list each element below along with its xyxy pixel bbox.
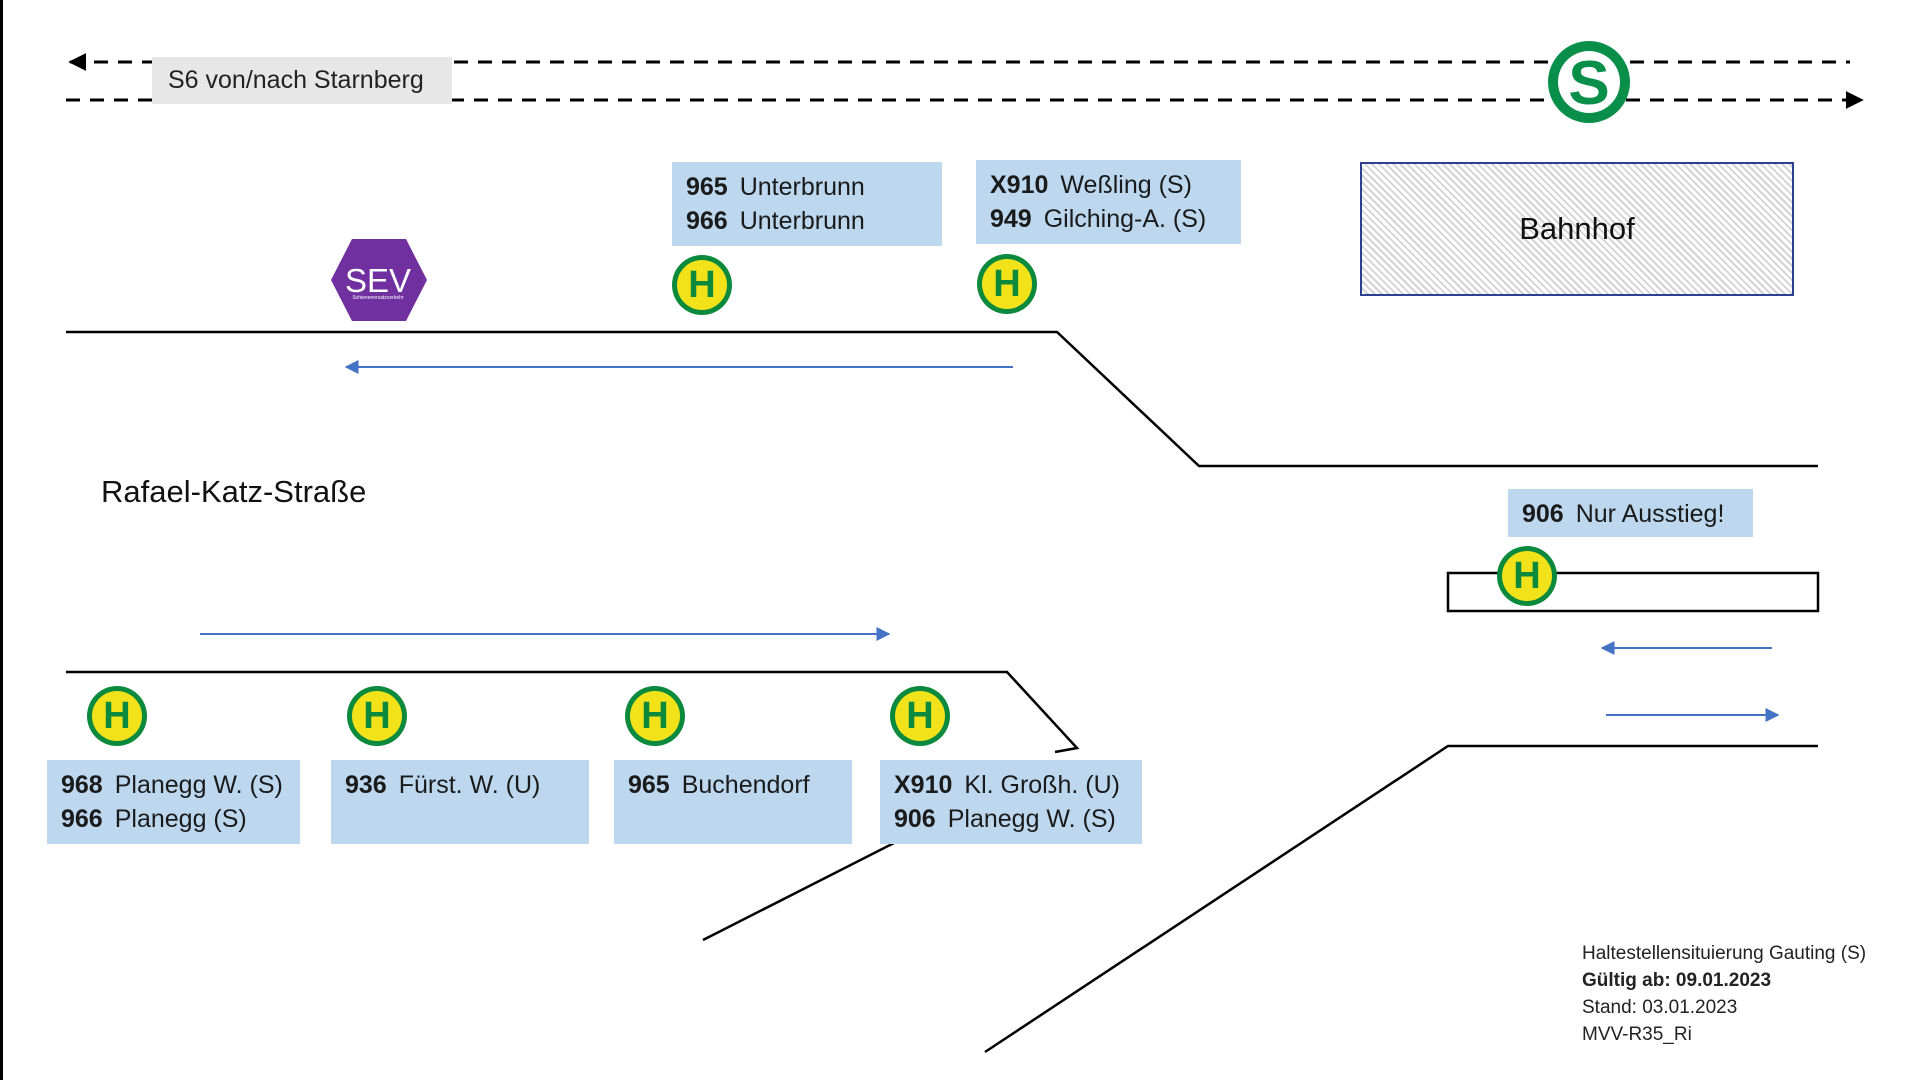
bus-stop-h-icon: H bbox=[87, 686, 147, 746]
bus-stop-h-icon: H bbox=[977, 254, 1037, 314]
bus-stop-h-icon: H bbox=[347, 686, 407, 746]
bus-stop-h-icon: H bbox=[1497, 546, 1557, 606]
bus-stop-h-icon: H bbox=[672, 255, 732, 315]
road-edge-east-south bbox=[984, 744, 1818, 1054]
footer-code: MVV-R35_Ri bbox=[1582, 1024, 1692, 1045]
footer-valid-from: Gültig ab: 09.01.2023 bbox=[1582, 970, 1772, 991]
station-building: Bahnhof bbox=[1360, 162, 1794, 296]
footer-title: Haltestellensituierung Gauting (S) bbox=[1582, 943, 1867, 964]
station-label: Bahnhof bbox=[1519, 211, 1635, 246]
left-border bbox=[0, 0, 3, 1080]
road-edge-north bbox=[66, 330, 1818, 468]
road-branch-southwest bbox=[702, 841, 895, 942]
street-name: Rafael-Katz-Straße bbox=[101, 474, 367, 509]
bus-stop-h-icon: H bbox=[625, 686, 685, 746]
sev-hexagon-icon: SEV Schienenersatzverkehr bbox=[331, 239, 427, 321]
bus-stop-h-icon: H bbox=[890, 686, 950, 746]
footer-info: Haltestellensituierung Gauting (S) Gülti… bbox=[1582, 940, 1866, 1048]
footer-status: Stand: 03.01.2023 bbox=[1582, 997, 1738, 1018]
sev-icon-text: SEV bbox=[345, 262, 411, 299]
sbahn-s-icon: S bbox=[1548, 41, 1630, 123]
svg-text:S: S bbox=[1568, 49, 1609, 118]
sev-icon-subtext: Schienenersatzverkehr bbox=[352, 295, 403, 301]
rail-line-label: S6 von/nach Starnberg bbox=[152, 57, 452, 104]
road-edge-south bbox=[66, 670, 1080, 754]
